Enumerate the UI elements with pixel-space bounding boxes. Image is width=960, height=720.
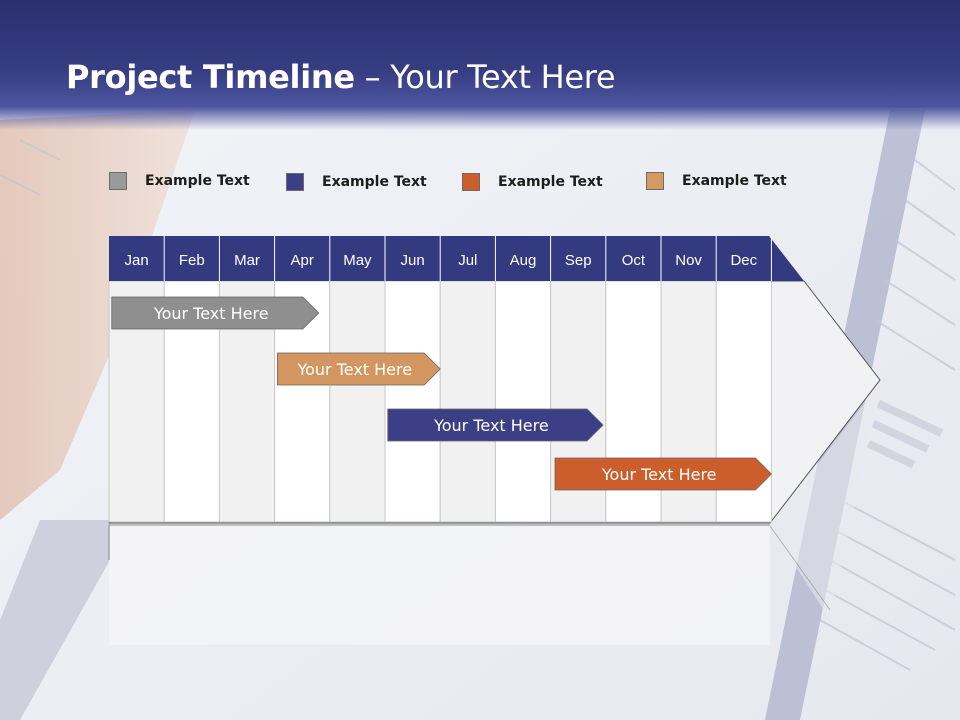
task-bar-label: Your Text Here [296, 360, 412, 379]
title-band [0, 0, 960, 130]
slide-title-bold: Project Timeline [66, 58, 355, 96]
legend-label: Example Text [682, 173, 787, 189]
task-bar-label: Your Text Here [153, 304, 269, 323]
month-label: Sep [565, 252, 592, 269]
legend-swatch-gray [109, 172, 127, 190]
month-label: Feb [179, 252, 205, 269]
task-bar-label: Your Text Here [433, 416, 549, 435]
legend-label: Example Text [145, 173, 250, 189]
month-label: Jun [401, 252, 425, 269]
task-bar-shape [387, 408, 604, 442]
task-bar-shape [276, 352, 441, 386]
slide-title-rest: – Your Text Here [354, 58, 616, 96]
legend-item: Example Text [462, 172, 603, 192]
month-label: Oct [622, 252, 646, 269]
month-label: Apr [291, 252, 314, 269]
legend-item: Example Text [109, 171, 250, 191]
legend-swatch-orange [462, 173, 480, 191]
month-column [494, 280, 552, 523]
timeline-header [109, 236, 804, 281]
task-bar: Your Text Here [554, 457, 772, 491]
task-bar-label: Your Text Here [601, 465, 717, 484]
month-column [384, 280, 441, 523]
task-bar-shape [111, 296, 320, 330]
month-label: Jan [125, 252, 149, 269]
task-bar-shape [554, 457, 772, 491]
month-label: Dec [730, 252, 757, 269]
month-labels: Jan Feb Mar Apr May Jun Jul Aug Sep Oct Nov Dec [125, 252, 758, 269]
task-bar: Your Text Here [276, 352, 441, 386]
legend-item: Example Text [646, 171, 787, 191]
header-dividers [163, 236, 772, 281]
legend-swatch-tan [646, 172, 664, 190]
timeline-arrow-tip-reflection [770, 383, 880, 620]
legend-swatch-navy [286, 173, 304, 191]
month-label: Nov [675, 252, 702, 269]
legend-label: Example Text [322, 174, 427, 190]
timeline-reflection-edge [769, 525, 831, 611]
month-column [329, 280, 386, 523]
month-label: Mar [234, 252, 260, 269]
task-bar: Your Text Here [111, 296, 320, 330]
legend-label: Example Text [498, 174, 603, 190]
month-label: Aug [510, 252, 537, 269]
month-column [439, 280, 496, 523]
legend-item: Example Text [286, 172, 427, 192]
timeline-reflection [109, 525, 770, 645]
task-bar: Your Text Here [387, 408, 604, 442]
month-label: May [343, 252, 372, 269]
slide-title: Project Timeline – Your Text Here [66, 58, 616, 96]
month-label: Jul [458, 252, 477, 269]
